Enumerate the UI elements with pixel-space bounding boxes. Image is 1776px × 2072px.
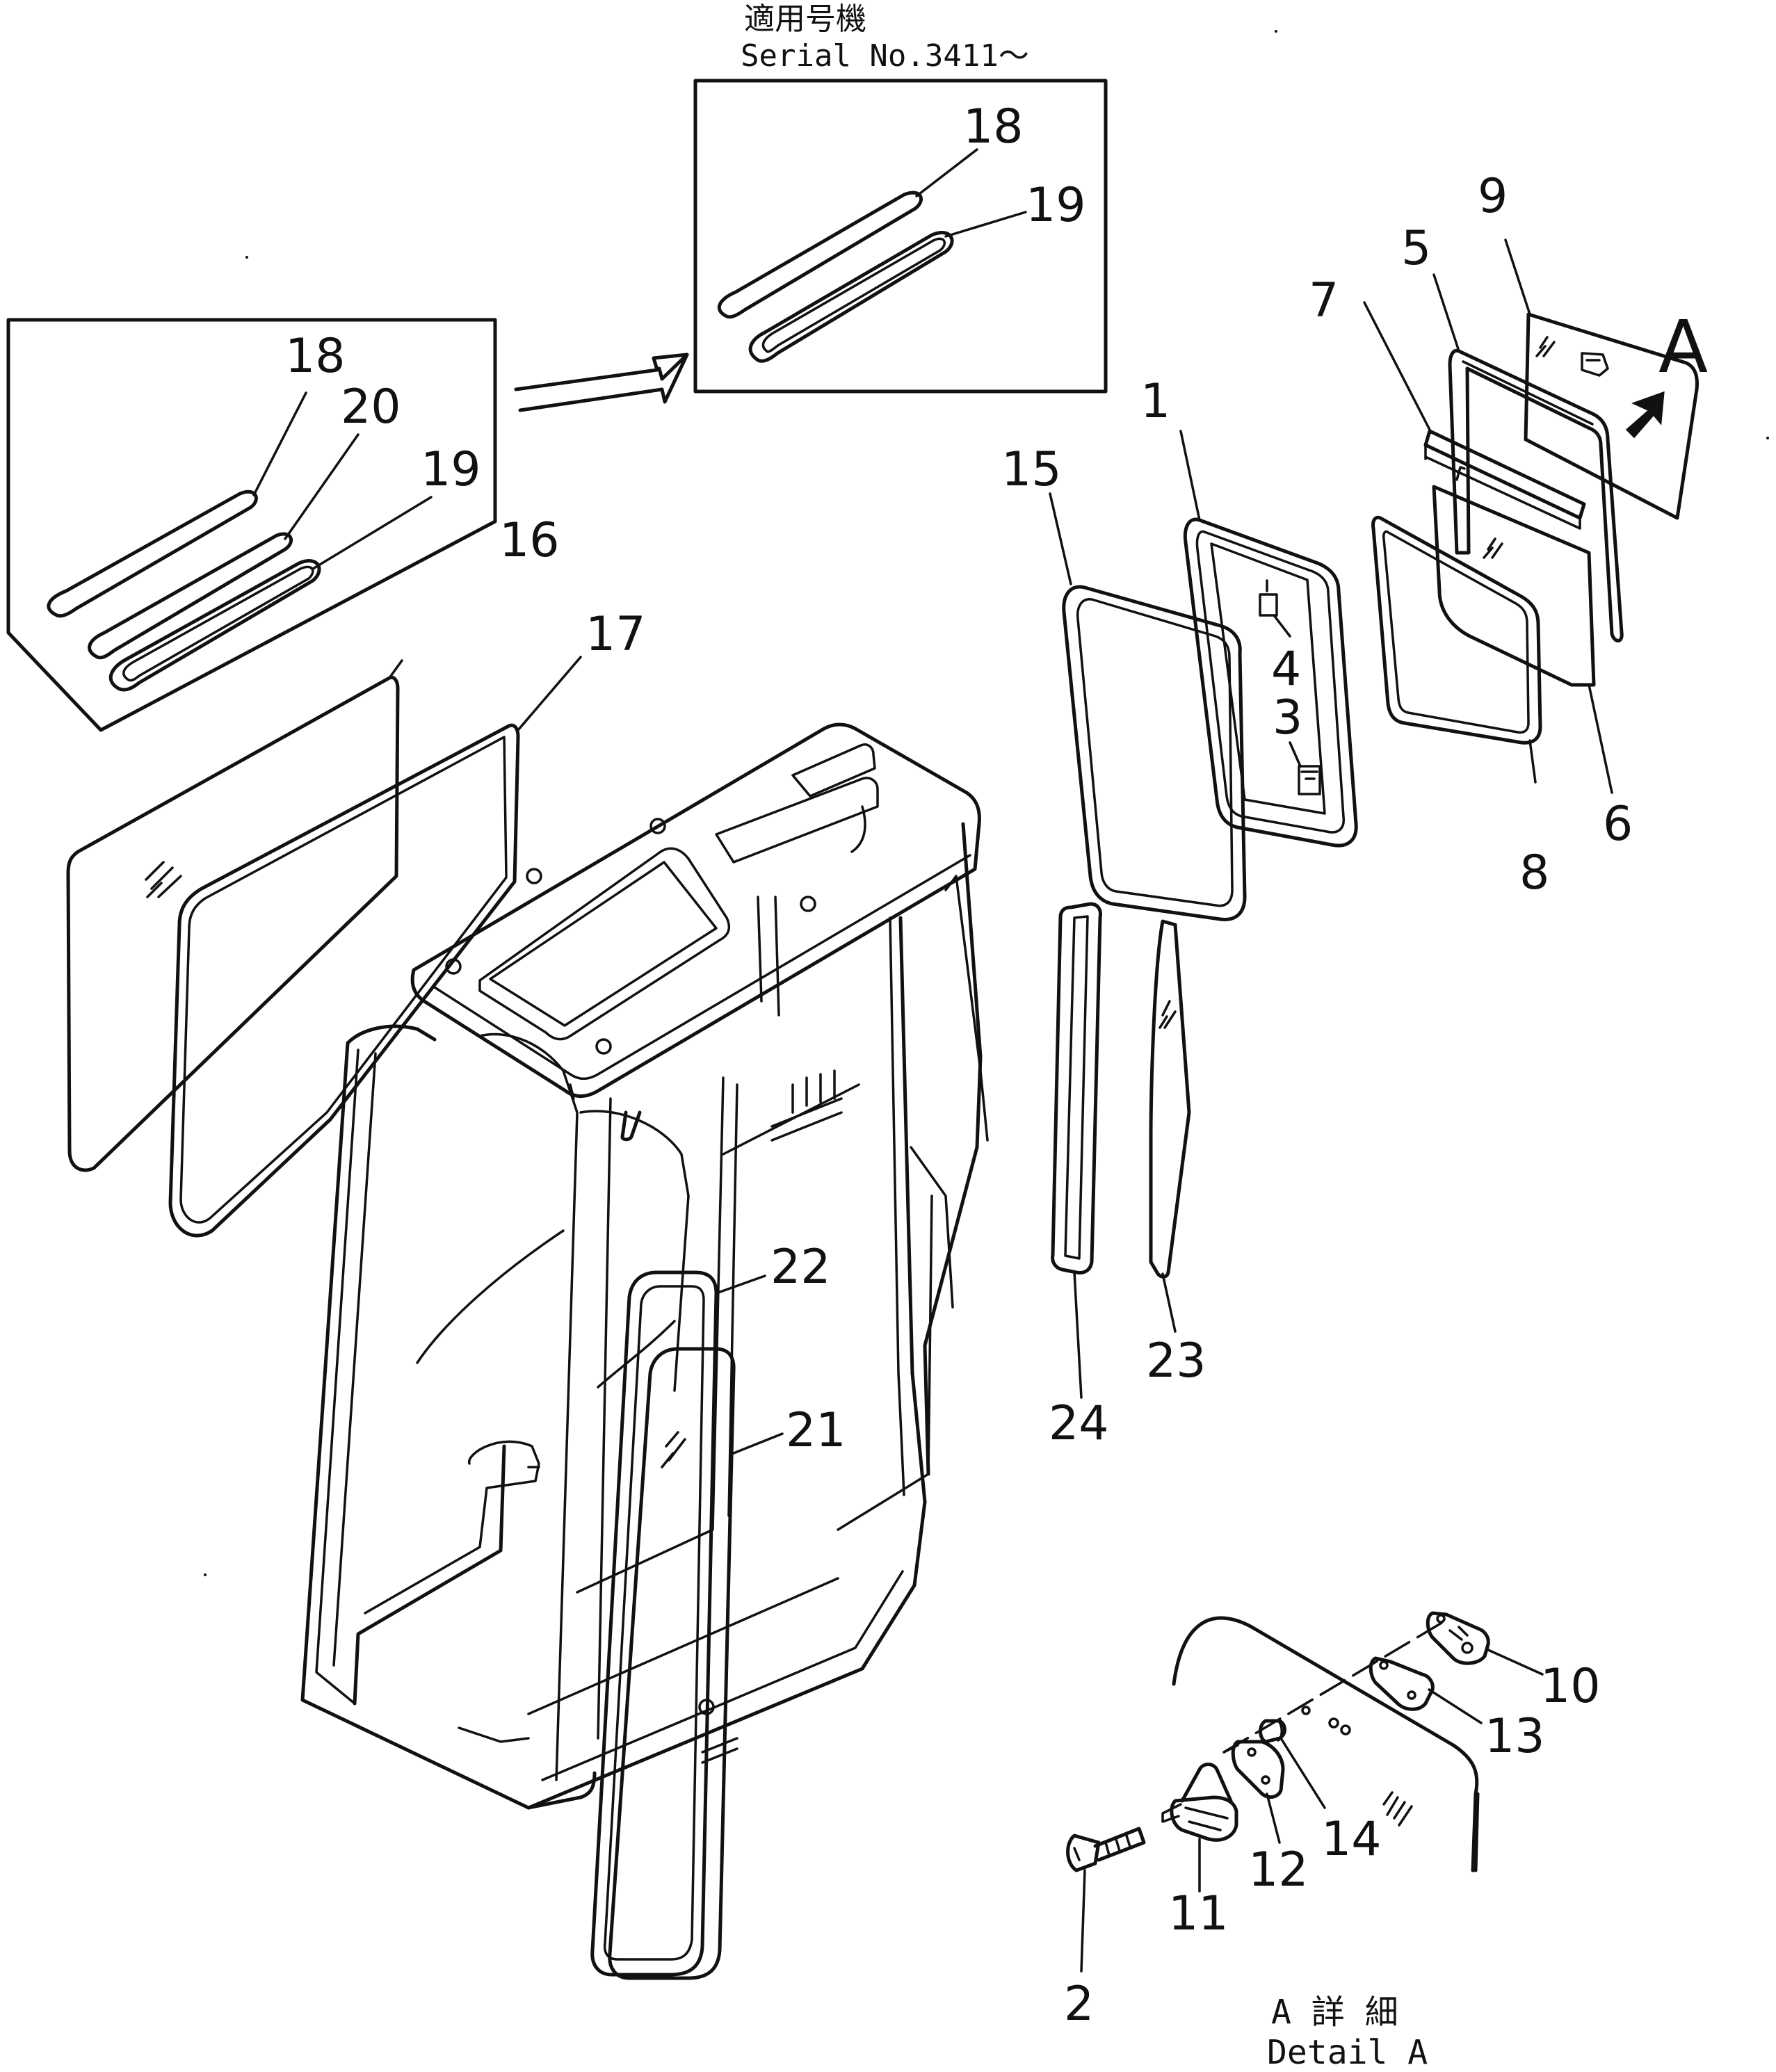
rear-seal-8 bbox=[1371, 515, 1542, 784]
callout-13: 13 bbox=[1485, 1709, 1545, 1764]
cab-frame bbox=[300, 722, 989, 1810]
callout-20: 20 bbox=[341, 380, 401, 435]
callout-1: 1 bbox=[1140, 374, 1170, 429]
side-seal-24 bbox=[1051, 902, 1102, 1399]
callout-17: 17 bbox=[586, 607, 646, 662]
inset-new-seal bbox=[693, 79, 1108, 394]
rear-seal-15 bbox=[1049, 492, 1247, 921]
detail-caption-jp: A 詳 細 bbox=[1271, 1993, 1398, 2032]
callout-5: 5 bbox=[1401, 221, 1431, 276]
rear-glass-9 bbox=[1504, 238, 1699, 520]
callout-21: 21 bbox=[786, 1403, 846, 1458]
door-seal-22 bbox=[590, 1270, 766, 1977]
callout-10: 10 bbox=[1540, 1659, 1601, 1714]
roof-bolt-3 bbox=[445, 958, 462, 975]
rear-glass-6 bbox=[1432, 485, 1613, 794]
roof-bolt-4 bbox=[800, 896, 816, 912]
callout-18-new: 18 bbox=[963, 99, 1024, 154]
detail-a-assembly bbox=[1066, 1611, 1544, 1973]
callout-19-new: 19 bbox=[1026, 178, 1086, 233]
callout-23: 23 bbox=[1146, 1334, 1206, 1389]
callout-11: 11 bbox=[1168, 1886, 1229, 1941]
view-letter-a: A bbox=[1658, 305, 1708, 389]
roof-bolt-1 bbox=[649, 818, 666, 834]
front-glass-16 bbox=[66, 659, 403, 1172]
callout-15: 15 bbox=[1001, 442, 1062, 497]
serial-header-jp: 適用号機 bbox=[744, 1, 866, 37]
callout-19-old: 19 bbox=[421, 442, 481, 497]
door-glass-21 bbox=[608, 1347, 784, 1980]
rear-frame-1 bbox=[1179, 430, 1358, 848]
transition-arrow bbox=[514, 353, 689, 412]
detail-caption-en: Detail A bbox=[1267, 2033, 1428, 2072]
callout-2: 2 bbox=[1064, 1977, 1094, 2032]
callout-4: 4 bbox=[1271, 642, 1301, 697]
roof-bolt-2 bbox=[526, 868, 542, 884]
callout-8: 8 bbox=[1519, 845, 1549, 900]
front-seal-17 bbox=[168, 656, 582, 1238]
inset-old-seal bbox=[6, 318, 497, 732]
callout-24: 24 bbox=[1049, 1396, 1109, 1451]
catch-4 bbox=[1259, 593, 1278, 617]
side-glass-23 bbox=[1149, 919, 1191, 1333]
callout-22: 22 bbox=[770, 1240, 831, 1295]
callout-12: 12 bbox=[1248, 1843, 1309, 1897]
callout-3: 3 bbox=[1273, 690, 1302, 745]
serial-header-en: Serial No.3411～ bbox=[741, 38, 1029, 74]
roof-bolt-5 bbox=[595, 1038, 612, 1055]
view-a-arrow-icon bbox=[1625, 391, 1665, 439]
washer bbox=[1301, 1706, 1311, 1715]
catch-3 bbox=[1298, 765, 1321, 795]
callout-16: 16 bbox=[499, 513, 560, 568]
screw-2 bbox=[1066, 1834, 1101, 1872]
callout-7: 7 bbox=[1309, 273, 1339, 328]
callout-6: 6 bbox=[1603, 797, 1633, 852]
callout-labels: 適用号機 Serial No.3411～ 18 19 18 20 19 16 1… bbox=[285, 1, 1708, 2072]
guide-7 bbox=[1363, 301, 1586, 530]
callout-18-old: 18 bbox=[285, 329, 346, 384]
callout-9: 9 bbox=[1478, 169, 1508, 224]
callout-14: 14 bbox=[1321, 1812, 1382, 1867]
